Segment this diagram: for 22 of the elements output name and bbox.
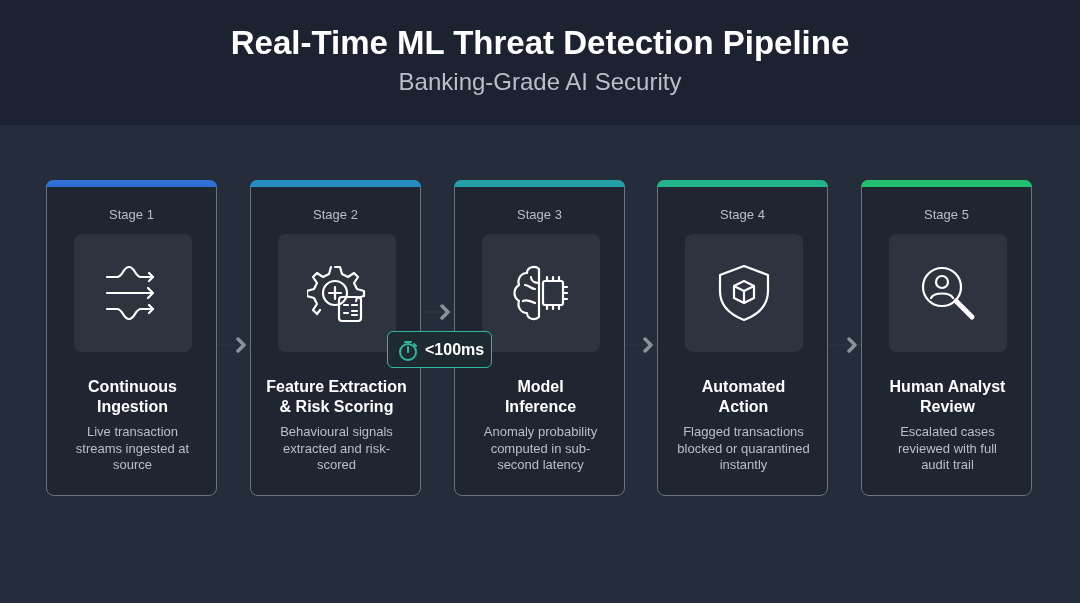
stage-heading: Feature Extraction & Risk Scoring — [265, 377, 408, 417]
stage-description: Escalated cases reviewed with full audit trail — [897, 424, 998, 474]
stage-description: Behavioural signals extracted and risk-scored — [279, 424, 394, 474]
stage-label: Stage 5 — [923, 207, 970, 222]
stage-card — [46, 180, 217, 496]
stage-card — [861, 180, 1032, 496]
stage-description: Anomaly probability computed in sub-second latency — [482, 424, 599, 474]
stage-label: Stage 3 — [516, 207, 563, 222]
stage-label: Stage 4 — [719, 207, 766, 222]
stage-card — [250, 180, 421, 496]
stage-heading: Model Inference — [503, 377, 578, 417]
stage-heading: Automated Action — [700, 377, 787, 417]
edge-label: <100ms — [425, 341, 485, 359]
stage-heading: Continuous Ingestion — [87, 377, 178, 417]
stage-label: Stage 1 — [108, 207, 155, 222]
stage-description: Flagged transactions blocked or quarantined instantly — [676, 424, 811, 474]
subtitle: Banking-Grade AI Security — [397, 68, 683, 96]
title: Real-Time ML Threat Detection Pipeline — [229, 24, 851, 62]
stage-description: Live transaction streams ingested at source — [74, 424, 191, 474]
stage-label: Stage 2 — [312, 207, 359, 222]
stage-heading: Human Analyst Review — [888, 377, 1007, 417]
stage-card — [657, 180, 828, 496]
